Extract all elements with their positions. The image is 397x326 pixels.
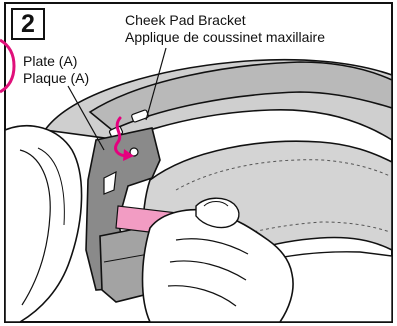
callout-english: Cheek Pad Bracket (125, 12, 325, 29)
callout-french: Applique de coussinet maxillaire (125, 29, 325, 46)
callout-english: Plate (A) (23, 53, 89, 70)
step-number-badge: 2 (11, 8, 45, 40)
plate-a-label: Plate (A) Plaque (A) (23, 53, 89, 87)
cheek-pad-bracket-label: Cheek Pad Bracket Applique de coussinet … (125, 12, 325, 46)
callout-french: Plaque (A) (23, 70, 89, 87)
